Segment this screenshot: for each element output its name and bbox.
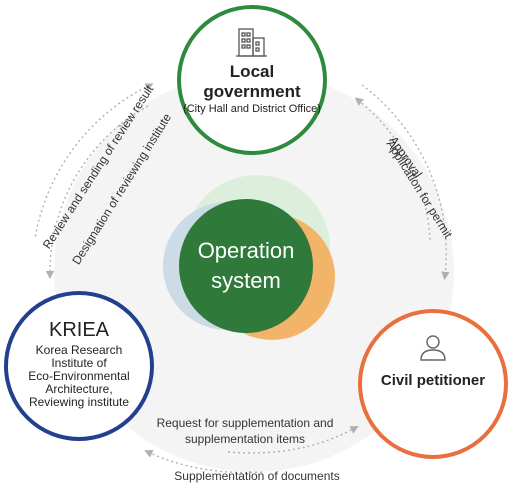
label-supplementation: Supplementation of documents <box>174 469 340 483</box>
center-label: Operation system <box>180 236 312 296</box>
local-title-line1: Local <box>229 62 275 81</box>
arrow-approval <box>354 97 431 241</box>
kriea-desc-line2: Institute of <box>51 356 107 370</box>
kriea-desc-line4: Architecture, <box>45 382 113 396</box>
center-line2: system <box>211 268 281 293</box>
kriea-node <box>4 291 154 441</box>
label-request: Request for supplementation and suppleme… <box>150 415 340 447</box>
civil-petitioner-node <box>358 309 508 459</box>
center-disc <box>179 199 313 333</box>
label-request-line2: supplementation items <box>184 432 306 446</box>
kriea-title: KRIEA <box>48 319 110 341</box>
local-title-line2: government <box>203 82 301 101</box>
arrow-review-sending <box>34 83 154 239</box>
center-line1: Operation <box>197 238 295 263</box>
kriea-description: Korea Research Institute of Eco-Environm… <box>4 344 154 409</box>
kriea-desc-line3: Eco-Environmental <box>28 369 130 383</box>
arrow-request <box>227 425 359 454</box>
arrow-supplementation <box>144 449 266 474</box>
local-government-subtitle: (City Hall and District Office) <box>183 103 321 115</box>
local-government-title: Local government <box>182 62 322 102</box>
civil-petitioner-title: Civil petitioner <box>380 372 486 389</box>
arrow-designation <box>45 105 149 280</box>
label-request-line1: Request for supplementation and <box>156 416 334 430</box>
kriea-desc-line5: Reviewing institute <box>28 395 130 409</box>
kriea-desc-line1: Korea Research <box>35 343 123 357</box>
